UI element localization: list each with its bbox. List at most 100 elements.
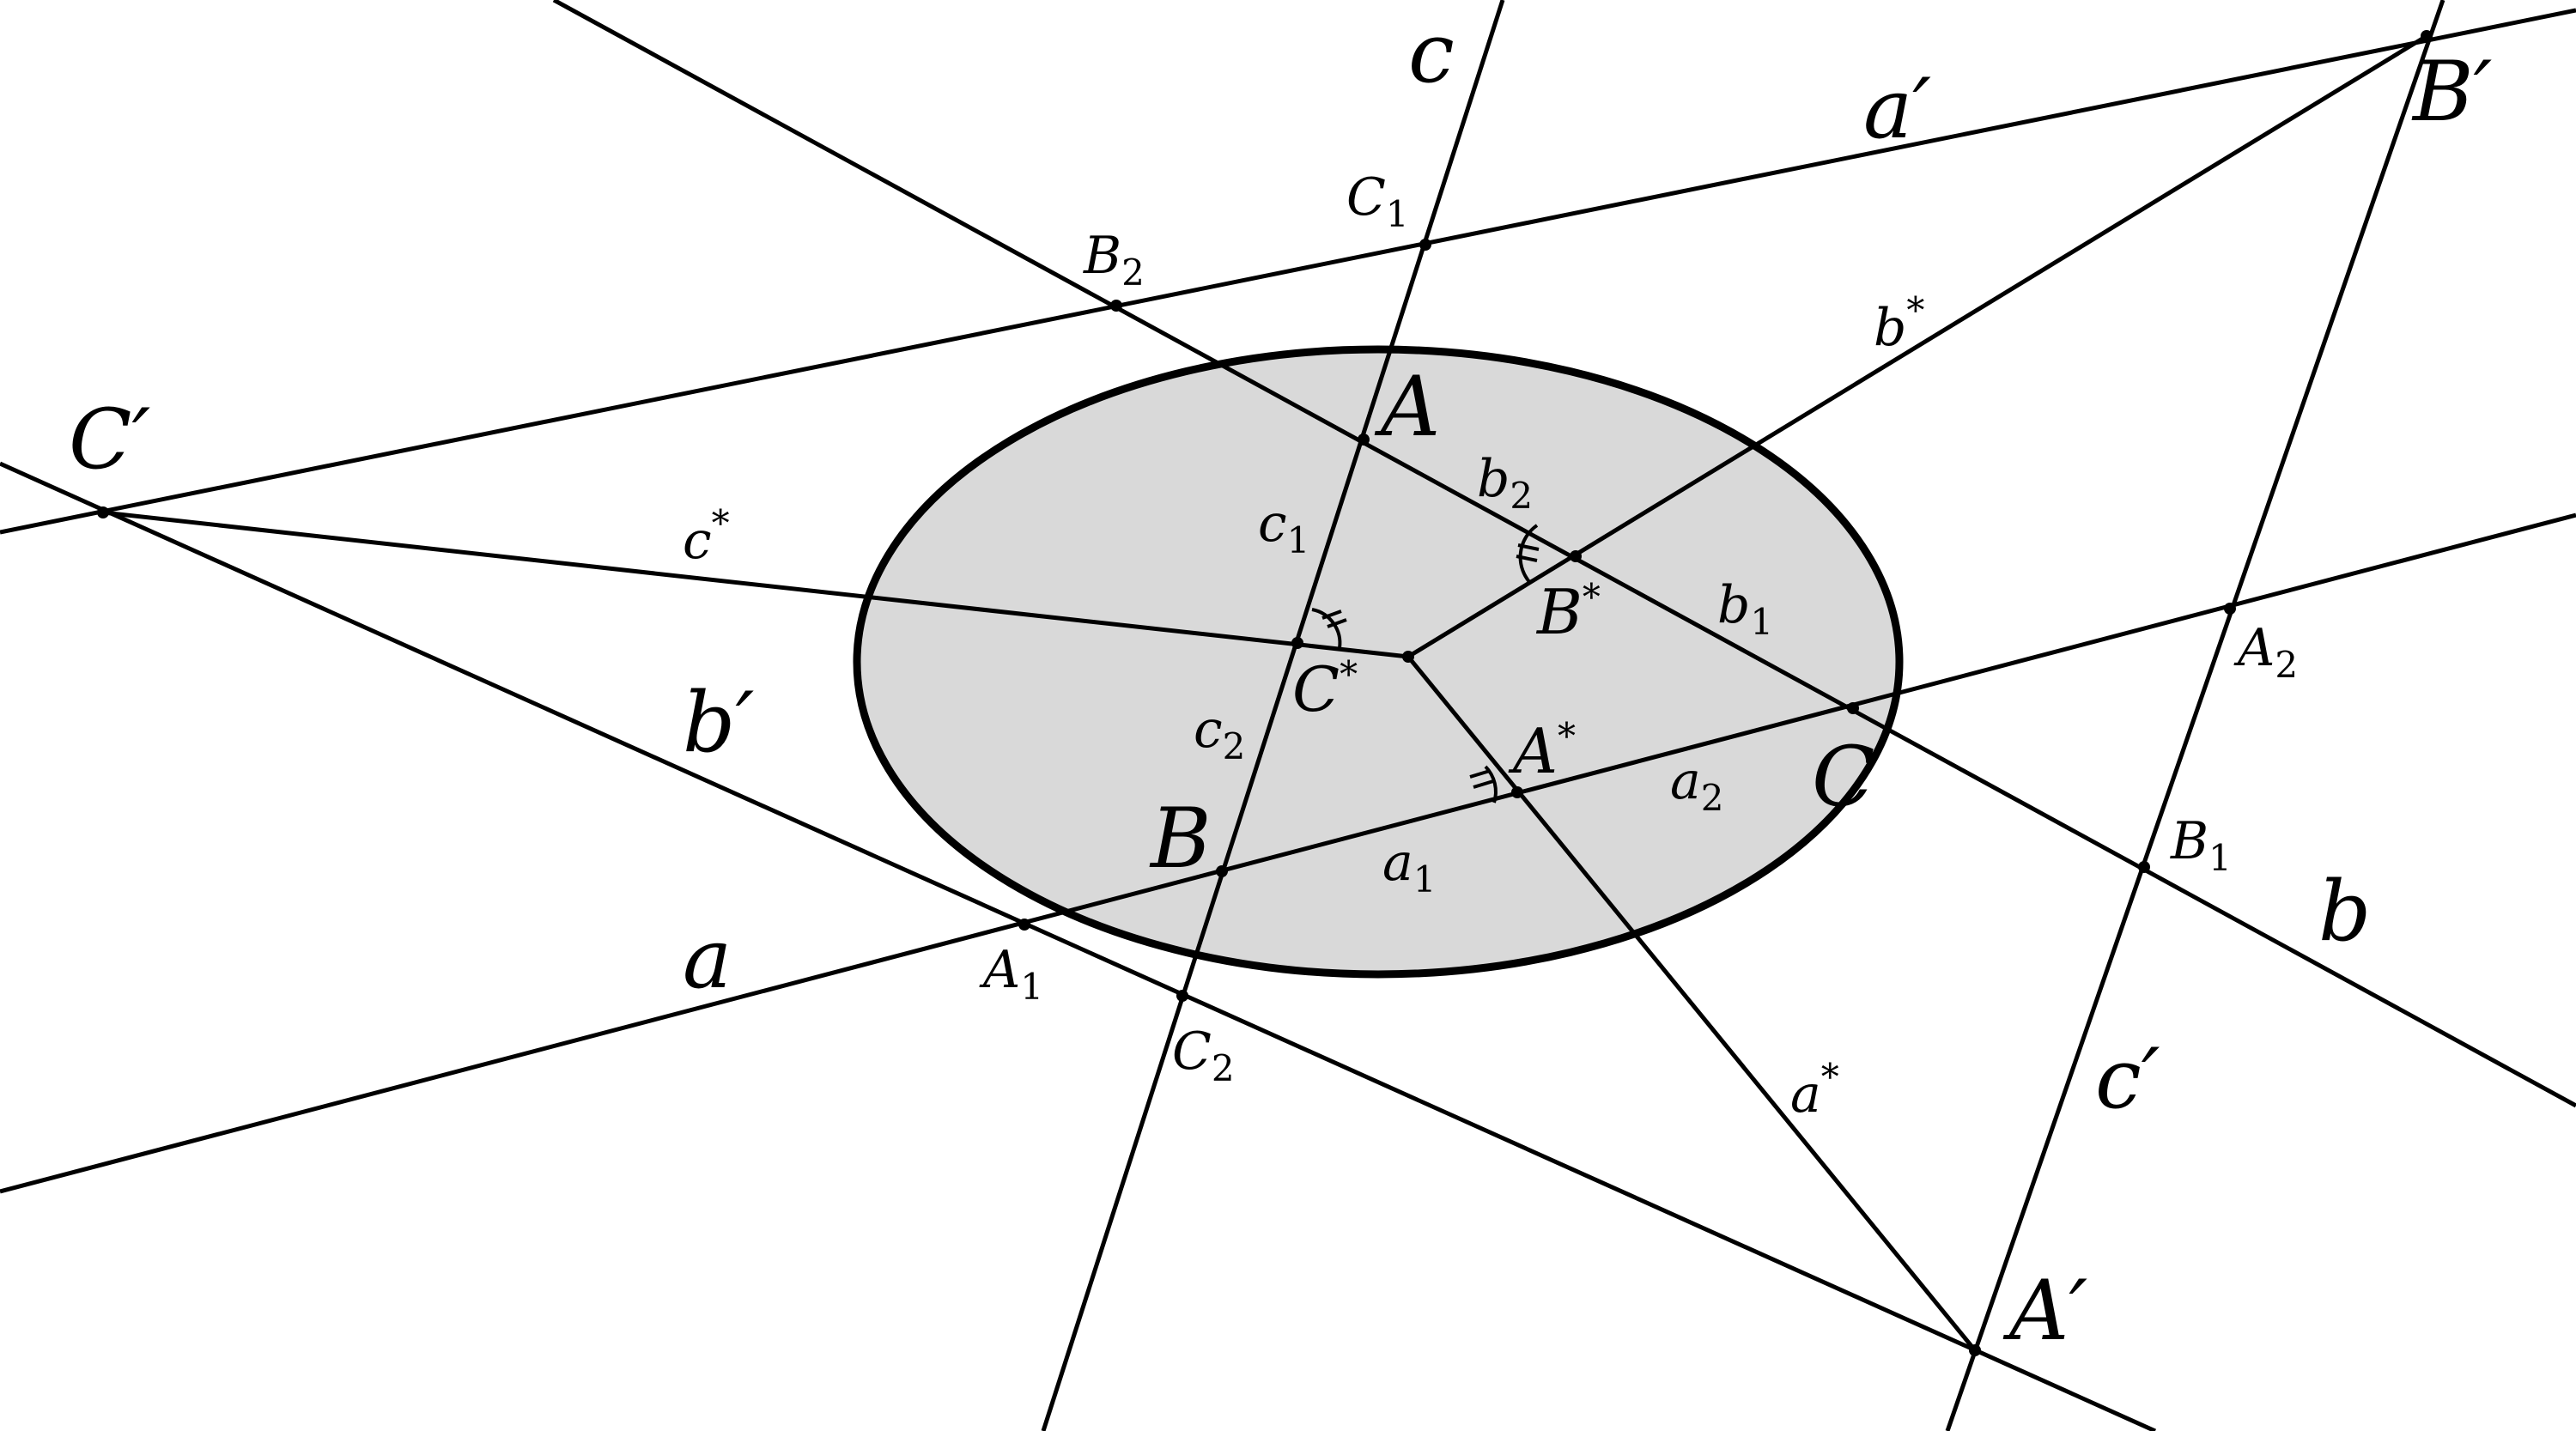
label-segment-c2-letter: c bbox=[1194, 700, 1223, 760]
ellipse bbox=[853, 345, 1904, 979]
point-b bbox=[1216, 865, 1228, 877]
label-segment-a2-letter: a bbox=[1670, 751, 1701, 811]
label-a1-index: 1 bbox=[1020, 966, 1043, 1008]
point-b1 bbox=[2138, 861, 2150, 873]
label-vertex-b: B bbox=[1149, 791, 1212, 887]
label-segment-c1: c1 bbox=[1258, 494, 1309, 561]
label-segment-c1-index: 1 bbox=[1287, 519, 1310, 561]
line-a-star bbox=[1406, 655, 1977, 1352]
point-b2 bbox=[1110, 300, 1122, 312]
label-b2: B2 bbox=[1083, 226, 1145, 294]
angle-tick-a-star-1 bbox=[1469, 769, 1491, 779]
angle-tick-c-star-1 bbox=[1321, 609, 1342, 620]
angle-tick-a-star-2 bbox=[1473, 779, 1494, 789]
label-segment-a2: a2 bbox=[1670, 751, 1724, 819]
label-vertex-c-prime: C′ bbox=[69, 391, 150, 488]
label-segment-b1: b1 bbox=[1717, 575, 1773, 643]
point-a bbox=[1358, 434, 1370, 446]
label-segment-b2-index: 2 bbox=[1510, 475, 1533, 517]
label-line-a-star-letter: a bbox=[1790, 1064, 1821, 1125]
label-c2: C2 bbox=[1172, 1022, 1235, 1089]
label-b2-letter: B bbox=[1083, 226, 1121, 286]
label-a1-letter: A bbox=[979, 940, 1020, 1000]
point-b-prime bbox=[2421, 30, 2433, 42]
label-line-a-star-mark: * bbox=[1821, 1056, 1839, 1098]
angle-tick-c-star-2 bbox=[1327, 618, 1347, 628]
label-b1: B1 bbox=[2170, 811, 2232, 879]
point-c-star bbox=[1291, 637, 1303, 649]
angle-mark-a-star bbox=[1484, 765, 1498, 803]
point-a2 bbox=[2224, 603, 2236, 615]
angle-tick-b-star-2 bbox=[1516, 555, 1538, 562]
point-c2 bbox=[1176, 990, 1188, 1002]
label-segment-c2-index: 2 bbox=[1223, 725, 1246, 767]
point-c bbox=[1847, 702, 1859, 714]
point-a-prime bbox=[1969, 1344, 1981, 1356]
label-b-star: B* bbox=[1535, 576, 1601, 648]
label-segment-a1-letter: a bbox=[1382, 833, 1413, 893]
label-line-c-star: c* bbox=[683, 502, 730, 571]
label-segment-b1-letter: b bbox=[1717, 575, 1750, 635]
point-b-star bbox=[1570, 550, 1582, 562]
label-c1: C1 bbox=[1346, 167, 1409, 235]
label-b-star-letter: B bbox=[1535, 576, 1583, 648]
label-a-star: A* bbox=[1508, 715, 1576, 787]
point-a1 bbox=[1018, 919, 1030, 931]
label-line-a: a bbox=[683, 911, 732, 1007]
point-c-prime bbox=[97, 506, 109, 518]
line-c-prime bbox=[1945, 0, 2445, 1431]
label-segment-c2: c2 bbox=[1194, 700, 1245, 767]
label-a-star-letter: A bbox=[1508, 715, 1558, 787]
label-line-c-star-mark: * bbox=[712, 502, 730, 544]
label-line-a-star: a* bbox=[1790, 1056, 1839, 1125]
label-b1-letter: B bbox=[2170, 811, 2208, 871]
label-c1-index: 1 bbox=[1386, 193, 1409, 235]
line-b-prime bbox=[0, 461, 2157, 1431]
label-vertex-a-prime: A′ bbox=[2002, 1263, 2087, 1359]
angle-tick-b-star-1 bbox=[1517, 543, 1540, 551]
label-a-star-mark: * bbox=[1558, 715, 1576, 757]
line-c-star bbox=[102, 510, 1409, 659]
label-line-b-star-mark: * bbox=[1906, 289, 1924, 331]
label-c2-index: 2 bbox=[1212, 1047, 1235, 1089]
label-c1-letter: C bbox=[1346, 167, 1386, 227]
label-b-star-mark: * bbox=[1583, 576, 1601, 618]
label-line-a-prime: a′ bbox=[1863, 61, 1931, 157]
label-line-c: c bbox=[1408, 5, 1455, 101]
line-b bbox=[552, 0, 2576, 1108]
label-vertex-b-prime: B′ bbox=[2411, 44, 2493, 140]
label-c-star-mark: * bbox=[1340, 653, 1358, 695]
label-segment-b2: b2 bbox=[1477, 449, 1533, 517]
label-segment-a2-index: 2 bbox=[1701, 777, 1724, 819]
label-c-star: C* bbox=[1292, 653, 1358, 725]
label-a1: A1 bbox=[979, 940, 1043, 1008]
line-a bbox=[0, 512, 2576, 1194]
label-line-b-prime: b′ bbox=[683, 675, 754, 771]
label-segment-a1: a1 bbox=[1382, 833, 1437, 900]
label-a2: A2 bbox=[2233, 618, 2298, 686]
label-segment-a1-index: 1 bbox=[1413, 858, 1437, 900]
label-b1-index: 1 bbox=[2208, 837, 2232, 879]
label-line-b-star-letter: b bbox=[1874, 298, 1906, 358]
point-a-star bbox=[1511, 786, 1523, 798]
point-center bbox=[1402, 651, 1414, 663]
label-vertex-a: A bbox=[1374, 359, 1440, 455]
label-line-c-prime: c′ bbox=[2095, 1031, 2160, 1127]
label-vertex-c: C bbox=[1812, 729, 1874, 825]
label-a2-letter: A bbox=[2233, 618, 2275, 678]
point-c1 bbox=[1419, 239, 1431, 251]
angle-mark-b-star bbox=[1518, 524, 1539, 585]
label-b2-index: 2 bbox=[1121, 252, 1145, 294]
line-c bbox=[1041, 0, 1505, 1431]
label-line-b-star: b* bbox=[1874, 289, 1924, 358]
label-c2-letter: C bbox=[1172, 1022, 1212, 1082]
label-c-star-letter: C bbox=[1292, 653, 1340, 725]
label-line-c-star-letter: c bbox=[683, 511, 712, 571]
label-segment-c1-letter: c bbox=[1258, 494, 1287, 554]
label-segment-b1-index: 1 bbox=[1750, 601, 1773, 643]
label-line-b: b bbox=[2318, 864, 2371, 960]
label-segment-b2-letter: b bbox=[1477, 449, 1510, 509]
label-a2-index: 2 bbox=[2275, 644, 2298, 686]
line-a-prime bbox=[0, 8, 2576, 535]
